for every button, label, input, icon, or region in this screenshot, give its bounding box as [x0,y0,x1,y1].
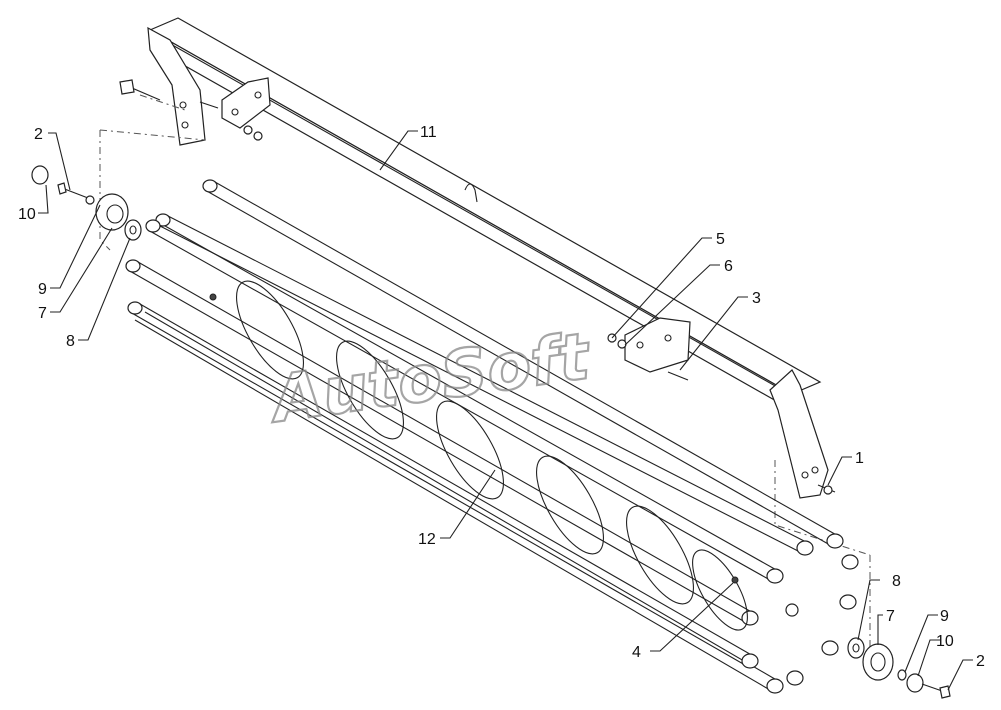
callout-7-left: 7 [38,305,47,322]
callout-1: 1 [855,450,864,467]
rod-end-caps [125,179,859,694]
callout-2-left: 2 [34,126,43,143]
callout-labels: 2 10 9 7 8 11 5 6 3 1 12 8 7 9 10 2 4 [18,124,985,670]
watermark-text: AutoSoft [263,320,596,439]
callout-4: 4 [632,644,641,661]
callout-12: 12 [418,531,436,548]
roller-assembly [125,179,859,694]
leader-lines [38,130,973,691]
callout-10-left: 10 [18,206,36,223]
callout-9-left: 9 [38,281,47,298]
right-bearing-group [847,637,951,699]
callout-3: 3 [752,290,761,307]
roller-rods [127,181,841,691]
callout-7-right: 7 [886,608,895,625]
callout-8-left: 8 [66,333,75,350]
callout-8-right: 8 [892,573,901,590]
callout-9-right: 9 [940,608,949,625]
callout-11: 11 [420,124,437,141]
frame-assembly [119,17,836,499]
left-bearing-group [31,165,142,241]
callout-5: 5 [716,231,725,248]
callout-6: 6 [724,258,733,275]
callout-10-right: 10 [936,633,954,650]
callout-2-right: 2 [976,653,985,670]
roller-discs [209,280,799,631]
